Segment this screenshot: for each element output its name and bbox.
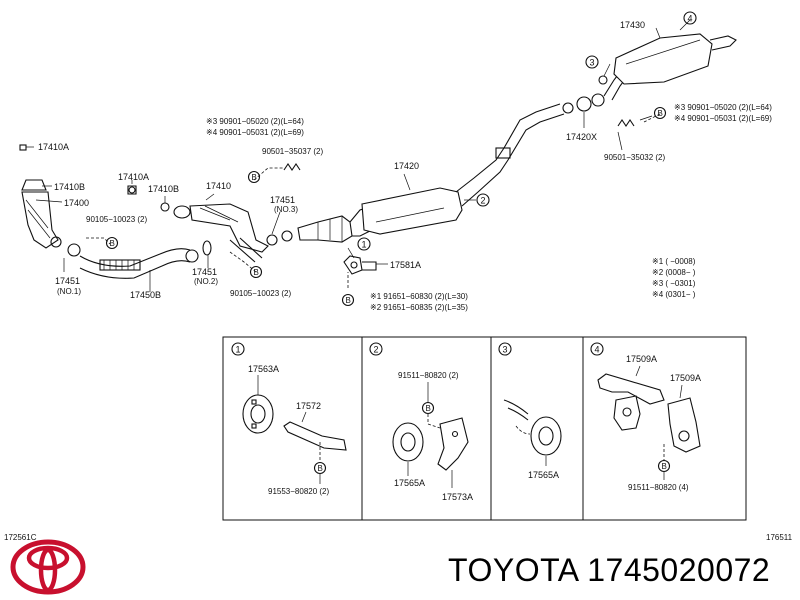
panel-1-17563a: 17563A [248,364,279,374]
part-labels: 17410A 17410B 17400 17410A 17410B 17410 … [38,20,772,312]
brand-strip: TOYOTA 1745020072 [0,522,800,600]
panel-2-17573a: 17573A [442,492,473,502]
footer-right-code: 176511 [766,533,793,542]
panel-4-91511: 91511−80820 (4) [628,483,689,492]
toyota-logo [10,539,86,595]
b-marker: B [426,404,431,413]
label-17581a: 17581A [390,260,421,270]
label-17410b-mid: 17410B [148,184,179,194]
callout-3: 3 [590,58,595,68]
label-17410: 17410 [206,181,231,191]
legend-line-2: ※2 (0008− ) [652,268,696,277]
callout-4: 4 [688,14,693,24]
legend-line-3: ※3 ( −0301) [652,279,696,288]
b-marker: B [318,464,323,473]
callout-2: 2 [481,196,486,206]
label-no1: (NO.1) [57,287,81,296]
label-17420: 17420 [394,161,419,171]
detail-panel-3: 3 17565A [498,342,562,480]
label-90901-s3-left: ※3 90901−05020 (2)(L=64) [206,117,304,126]
footer-left-code: 172561C [4,533,37,542]
label-90901-s3-right: ※3 90901−05020 (2)(L=64) [674,103,772,112]
front-pipe-17450b [79,248,199,279]
panel-4-number: 4 [595,345,600,355]
callout-1: 1 [362,240,367,250]
label-91651-s1: ※1 91651−60830 (2)(L=30) [370,292,468,301]
legend-line-1: ※1 ( −0008) [652,257,696,266]
label-90105-bottom: 90105−10023 (2) [230,289,292,298]
hanger-1-bracket [343,255,377,275]
label-91651-s2: ※2 91651−60835 (2)(L=35) [370,303,468,312]
label-90105-left: 90105−10023 (2) [86,215,148,224]
panel-1-number: 1 [236,345,241,355]
reference-markers: B B B B B 1 2 3 4 [105,11,697,307]
label-no3: (NO.3) [274,205,298,214]
b-marker: B [662,462,667,471]
panel-2-91511: 91511−80820 (2) [398,371,459,380]
panel-1-91553: 91553−80820 (2) [268,487,330,496]
label-17410b-left: 17410B [54,182,85,192]
panel-2-number: 2 [374,345,379,355]
label-90901-s4-left: ※4 90901−05031 (2)(L=69) [206,128,304,137]
label-90501-left: 90501−35037 (2) [262,147,324,156]
legend-line-4: ※4 (0301− ) [652,290,696,299]
b-marker: B [252,173,257,182]
center-muffler-17420 [361,93,605,235]
b-marker: B [658,109,663,118]
panel-4-17509a-a: 17509A [626,354,657,364]
panel-3-number: 3 [503,345,508,355]
detail-panels: 1 17563A 17572 B 91553−80820 (2) 2 91511… [222,336,747,521]
label-no2: (NO.2) [194,277,218,286]
label-90501-right: 90501−35032 (2) [604,153,666,162]
label-17420x: 17420X [566,132,597,142]
panel-2-17565a: 17565A [394,478,425,488]
label-17451-no2: 17451 [192,267,217,277]
exhaust-parts-diagram: 17410A 17410B 17400 17410A 17410B 17410 … [4,11,793,542]
label-17410a-mid: 17410A [118,172,149,182]
label-17451-no3: 17451 [270,195,295,205]
b-marker: B [254,268,259,277]
spring-bolts [283,119,635,171]
label-17430: 17430 [620,20,645,30]
label-17400: 17400 [64,198,89,208]
detail-panel-2: 2 91511−80820 (2) B 17565A 17573A [369,342,473,502]
mid-manifold-17410 [127,185,278,263]
panel-3-17565a: 17565A [528,470,559,480]
label-90901-s4-right: ※4 90901−05031 (2)(L=69) [674,114,772,123]
catalytic-converter-assembly [281,205,379,243]
detail-panel-4: 4 17509A 17509A B 91511−80820 (4) [590,342,701,492]
label-17450b: 17450B [130,290,161,300]
leader-lines [26,19,691,292]
brand-part-number: TOYOTA 1745020072 [448,552,771,588]
panel-1-17572: 17572 [296,401,321,411]
b-marker: B [346,296,351,305]
label-17410a-top: 17410A [38,142,69,152]
b-marker: B [110,239,115,248]
exhaust-manifold-assembly [19,144,81,257]
date-legend: ※1 ( −0008) ※2 (0008− ) ※3 ( −0301) ※4 (… [652,257,696,299]
label-17451-no1: 17451 [55,276,80,286]
tail-muffler-17430 [598,33,737,101]
detail-panel-1: 1 17563A 17572 B 91553−80820 (2) [231,342,347,496]
panel-4-17509a-b: 17509A [670,373,701,383]
